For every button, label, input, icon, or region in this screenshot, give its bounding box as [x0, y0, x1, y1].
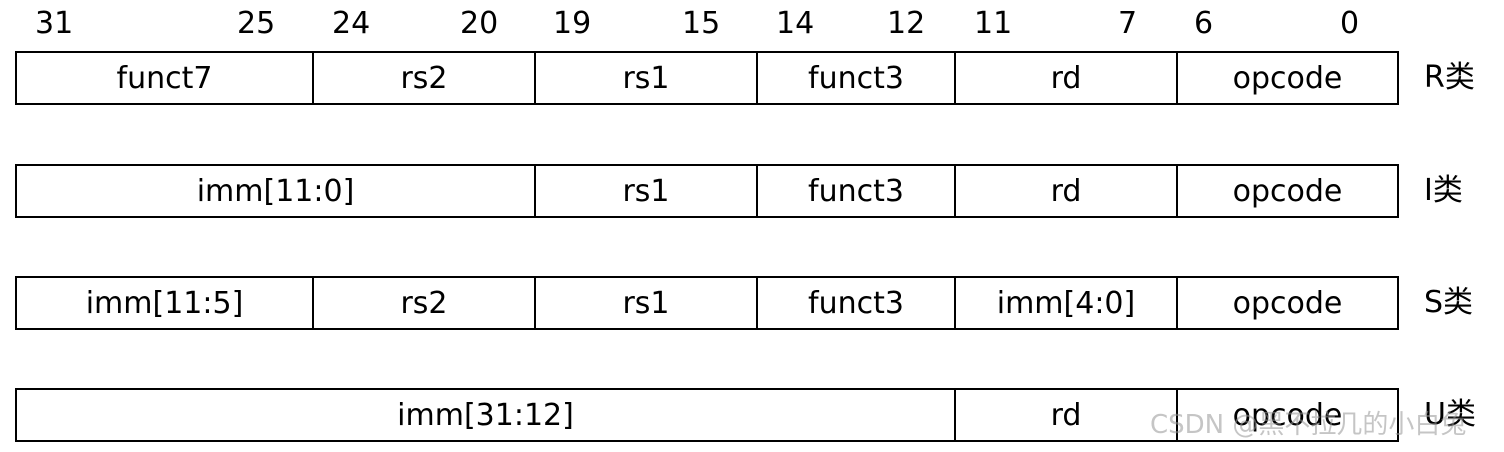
bit-label-0: 0	[1340, 6, 1360, 41]
bit-label-14: 14	[776, 6, 815, 41]
bit-label-25: 25	[237, 6, 276, 41]
bit-label-31: 31	[35, 6, 74, 41]
field-funct3: funct3	[758, 278, 956, 328]
field-opcode: opcode	[1232, 285, 1343, 321]
field-rd: rd	[956, 53, 1178, 103]
bit-label-7: 7	[1118, 6, 1138, 41]
s-type-format-row: imm[11:5] rs2 rs1 funct3 imm[4:0] opcode	[15, 276, 1399, 330]
field-rd: rd	[956, 390, 1178, 440]
bit-label-24: 24	[332, 6, 371, 41]
i-type-label: I类	[1424, 173, 1463, 208]
s-type-label: S类	[1424, 285, 1474, 320]
bit-label-6: 6	[1194, 6, 1214, 41]
field-funct3: funct3	[758, 166, 956, 216]
field-funct3: funct3	[758, 53, 956, 103]
i-type-format-row: imm[11:0] rs1 funct3 rd opcode	[15, 164, 1399, 218]
bit-label-11: 11	[974, 6, 1013, 41]
field-rs1: rs1	[536, 278, 758, 328]
field-imm-11-5: imm[11:5]	[17, 278, 314, 328]
bit-label-19: 19	[553, 6, 592, 41]
r-type-format-row: funct7 rs2 rs1 funct3 rd opcode	[15, 51, 1399, 105]
u-type-label: U类	[1424, 397, 1476, 432]
field-rs2: rs2	[314, 278, 536, 328]
field-imm-31-12: imm[31:12]	[17, 390, 956, 440]
u-type-format-row: imm[31:12] rd opcode	[15, 388, 1399, 442]
field-opcode: opcode	[1232, 60, 1343, 96]
bit-label-12: 12	[887, 6, 926, 41]
field-rs1: rs1	[536, 53, 758, 103]
watermark: CSDN @黑不拉几的小白兔	[1150, 410, 1467, 440]
field-opcode: opcode	[1232, 397, 1343, 433]
bit-label-15: 15	[682, 6, 721, 41]
field-imm-11-0: imm[11:0]	[17, 166, 536, 216]
field-rs1: rs1	[536, 166, 758, 216]
field-imm-4-0: imm[4:0]	[956, 278, 1178, 328]
bit-label-20: 20	[460, 6, 499, 41]
field-rs2: rs2	[314, 53, 536, 103]
r-type-label: R类	[1424, 60, 1475, 95]
field-funct7: funct7	[17, 53, 314, 103]
field-rd: rd	[956, 166, 1178, 216]
field-opcode: opcode	[1232, 173, 1343, 209]
